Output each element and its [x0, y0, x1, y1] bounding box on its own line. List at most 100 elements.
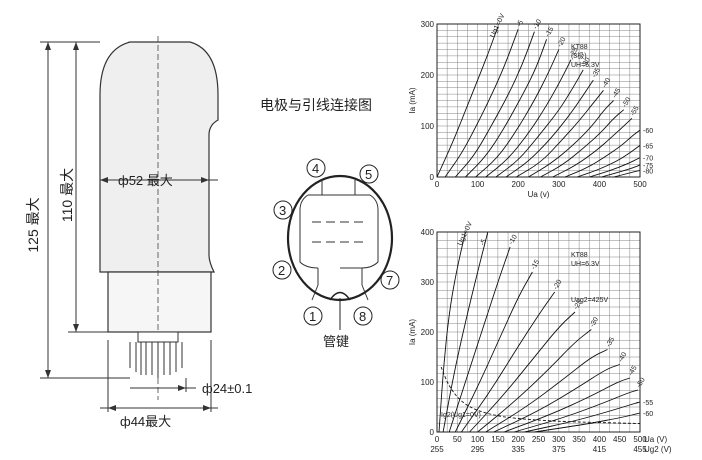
svg-text:7: 7 [386, 273, 393, 288]
series-label: -50 [621, 96, 632, 108]
series-label: -20 [556, 36, 567, 48]
series-label: Ug1=0V [457, 220, 474, 246]
series-curve [524, 401, 641, 433]
series-curve [505, 79, 594, 178]
tube-drawing: 125 最大 110 最大 ф52 最大 ф24±0.1 ф44最大 [25, 36, 252, 429]
y-tick-label: 200 [421, 71, 435, 80]
series-curve [469, 311, 576, 433]
series-curve [485, 349, 608, 433]
series-label: -60 [643, 128, 653, 135]
x2-tick-label: 255 [430, 445, 444, 454]
x-tick-label: 300 [552, 435, 566, 444]
series-label: -30 [589, 316, 600, 328]
series-curve [438, 231, 466, 433]
series-label: -80 [643, 168, 653, 175]
series-curve [601, 164, 641, 178]
pinout-title: 电极与引线连接图 [260, 97, 372, 113]
series-curve [485, 59, 572, 178]
dim-pin-label: ф24±0.1 [202, 381, 252, 396]
chart-annotation: KT88 [571, 252, 588, 259]
y-tick-label: 400 [421, 228, 435, 237]
svg-text:8: 8 [359, 309, 366, 324]
x2-axis-label: Ug2 (V) [644, 445, 672, 454]
x2-tick-label: 335 [512, 445, 526, 454]
pin-4: 4 [306, 158, 326, 178]
tube-base [107, 271, 212, 333]
tube-pins [129, 331, 183, 378]
dim-diameter-label: ф52 最大 [118, 173, 173, 188]
series-curve [440, 366, 641, 424]
plot-frame [436, 23, 641, 178]
series-curve [442, 231, 489, 433]
series-label: -60 [643, 411, 653, 418]
x-tick-label: 100 [471, 435, 485, 444]
series-label: -55 [630, 105, 641, 117]
series-label: -75 [643, 163, 653, 170]
y-tick-label: 0 [430, 173, 435, 182]
x-tick-label: 400 [593, 435, 607, 444]
x-tick-label: 500 [633, 180, 647, 189]
x-tick-label: 350 [572, 435, 586, 444]
x-tick-label: 0 [435, 180, 440, 189]
series-label: -20 [552, 279, 563, 291]
pin-1: 1 [303, 306, 323, 326]
svg-text:2: 2 [278, 263, 285, 278]
pin-8: 8 [353, 306, 373, 326]
series-curve [589, 157, 641, 178]
series-label: -35 [605, 336, 616, 348]
y-tick-label: 300 [421, 278, 435, 287]
series-label: Ig2(Ug1=0V) [441, 412, 481, 419]
x2-tick-label: 375 [552, 445, 566, 454]
series-label: -25 [569, 46, 580, 58]
dim-total-label: 125 最大 [25, 197, 41, 252]
series-curve [475, 49, 560, 178]
key-label: 管键 [323, 334, 349, 349]
svg-text:3: 3 [279, 203, 286, 218]
y-tick-label: 100 [421, 378, 435, 387]
x-tick-label: 300 [552, 180, 566, 189]
glass-envelope [99, 41, 219, 273]
svg-text:4: 4 [312, 161, 319, 176]
y-tick-label: 300 [421, 20, 435, 29]
x-tick-label: 500 [633, 435, 647, 444]
series-label: -50 [636, 377, 647, 389]
svg-text:5: 5 [365, 167, 372, 182]
x2-tick-label: 455 [633, 445, 647, 454]
dim-base-label: ф44最大 [120, 414, 171, 429]
svg-text:1: 1 [309, 309, 316, 324]
series-curve [613, 169, 641, 178]
series-curve [461, 291, 556, 433]
series-curve [503, 377, 631, 433]
series-label: -55 [643, 400, 653, 407]
x-tick-label: 100 [471, 180, 485, 189]
x2-tick-label: 415 [593, 445, 607, 454]
series-label: -65 [643, 143, 653, 150]
x-tick-label: 0 [435, 435, 440, 444]
series-label: -15 [544, 26, 555, 38]
series-label: -35 [591, 67, 602, 79]
series-curve [436, 26, 499, 178]
series-curve [477, 329, 592, 433]
x-tick-label: 400 [593, 180, 607, 189]
plot-frame [436, 231, 641, 433]
series-curve [540, 109, 625, 178]
y-axis-label: Ia (mA) [408, 319, 417, 346]
pin-5: 5 [359, 164, 379, 184]
series-curve [448, 246, 511, 433]
series-label: -30 [581, 57, 592, 69]
dim-glass-label: 110 最大 [59, 168, 75, 222]
chart-annotation: UH=6.3V [571, 62, 600, 69]
x-axis-label: Ua (v) [528, 190, 550, 199]
series-label: -25 [573, 299, 584, 311]
series-curve [552, 117, 633, 178]
pinout-diagram: 电极与引线连接图 管键 1 2 3 4 5 [260, 97, 400, 349]
x-axis-label: Ua (V) [644, 435, 667, 444]
series-label: -15 [530, 259, 541, 271]
series-curve [495, 69, 584, 178]
series-curve [454, 271, 533, 433]
chart-annotation: Uag2=425V [571, 297, 609, 304]
